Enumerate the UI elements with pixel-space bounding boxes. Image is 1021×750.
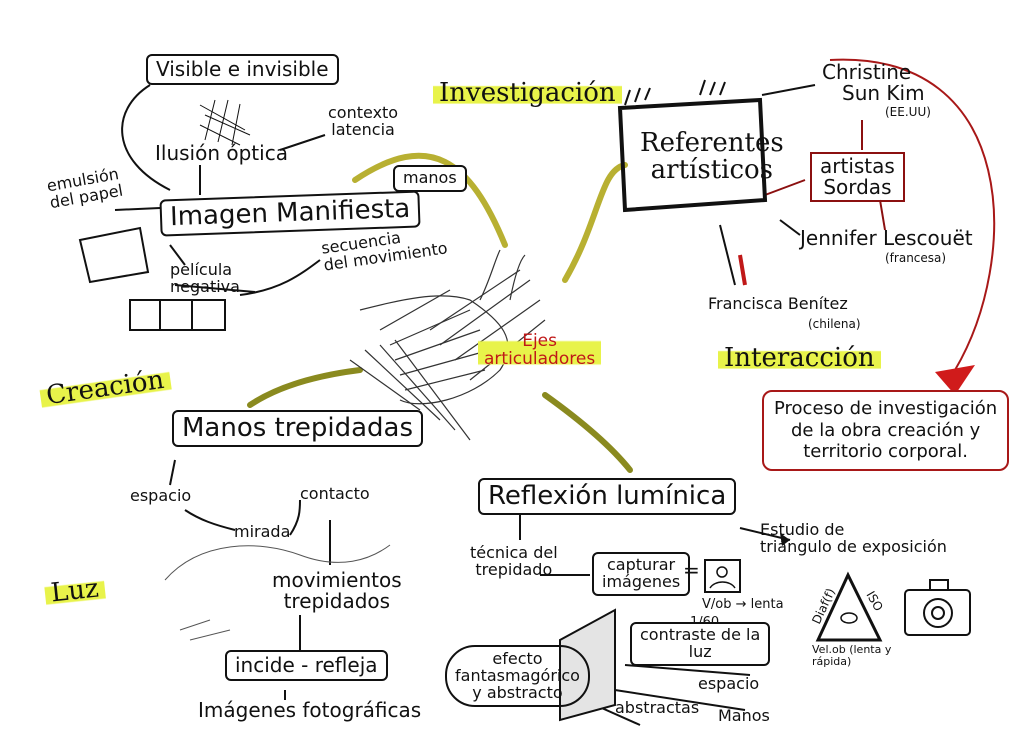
estudio-line-1: Estudio de xyxy=(760,520,845,539)
node-manos-top: manos xyxy=(393,165,467,192)
node-espacio-left: espacio xyxy=(130,486,192,505)
red-arrow-head xyxy=(935,365,975,395)
central-line-2: articuladores xyxy=(484,348,596,369)
photo-icon xyxy=(704,559,741,593)
christine-line-2: Sun Kim xyxy=(842,81,925,105)
christine-country: (EE.UU) xyxy=(885,105,931,119)
artistas-line-2: Sordas xyxy=(823,175,892,199)
connector-investigacion xyxy=(352,152,508,248)
contraste-line-1: contraste de la xyxy=(640,625,761,644)
movimientos-line-2: trepidados xyxy=(283,589,391,613)
node-jennifer: Jennifer Lescouët xyxy=(800,226,973,250)
central-line-1: Ejes xyxy=(522,331,557,351)
pelicula-line-2: negativa xyxy=(170,276,240,296)
christine-line-1: Christine xyxy=(822,60,912,84)
node-movimientos: movimientos trepidados xyxy=(272,570,402,612)
connector-reflexion xyxy=(542,392,633,473)
ray-label-abstractas: abstractas xyxy=(615,698,700,717)
ray-label-manos: Manos xyxy=(718,706,770,725)
node-ilusion-optica: Ilusión óptica xyxy=(155,141,288,165)
interaccion-line-3: territorio corporal. xyxy=(803,441,968,463)
node-incide-refleja: incide - refleja xyxy=(225,650,388,681)
node-contacto: contacto xyxy=(300,484,370,503)
contraste-line-2: luz xyxy=(688,641,712,661)
section-investigacion: Investigación xyxy=(433,79,622,108)
mesh-texture-icon xyxy=(199,99,251,146)
tecnica-line-1: técnica del xyxy=(470,543,558,562)
efecto-line-1: efecto xyxy=(492,649,543,668)
efecto-line-2: fantasmagórico xyxy=(455,665,580,685)
movimientos-line-1: movimientos xyxy=(272,568,402,592)
triangle-bottom-label: Vel.ob (lenta y rápida) xyxy=(812,643,892,668)
node-contraste: contraste de la luz xyxy=(630,622,771,666)
interaccion-line-2: de la obra creación y xyxy=(790,419,981,441)
estudio-line-2: triángulo de exposición xyxy=(760,536,947,556)
node-pelicula-negativa: película negativa xyxy=(170,260,240,296)
capturar-line-2: imágenes xyxy=(602,571,681,591)
node-visible-invisible: Visible e invisible xyxy=(146,54,339,85)
referentes-line-1: Referentes xyxy=(640,128,784,158)
paper-sheet-icon xyxy=(78,226,150,284)
connector-creacion xyxy=(247,367,363,408)
node-capturar: capturar imágenes xyxy=(592,552,691,596)
node-velocidad: V/ob → lenta xyxy=(702,597,784,612)
artistas-line-1: artistas xyxy=(820,154,895,178)
central-node: Ejes articuladores xyxy=(478,331,602,369)
node-efecto: efecto fantasmagórico y abstracto xyxy=(445,645,590,708)
node-reflexion-luminica: Reflexión lumínica xyxy=(478,478,737,516)
node-interaccion-box: Proceso de investigación de la obra crea… xyxy=(762,390,1010,471)
referentes-line-2: artísticos xyxy=(650,155,774,186)
node-contexto-latencia: contexto latencia xyxy=(328,103,399,139)
contexto-label: contexto xyxy=(328,103,399,122)
hand-sketch-icon xyxy=(624,87,651,106)
node-estudio: Estudio de triángulo de exposición xyxy=(760,520,947,556)
light-strokes xyxy=(164,544,391,641)
tecnica-line-2: trepidado xyxy=(475,559,553,579)
node-manos-trepidadas: Manos trepidadas xyxy=(172,410,424,448)
ray-label-espacio: espacio xyxy=(698,674,760,693)
node-mirada: mirada xyxy=(234,522,291,541)
referentes-frame xyxy=(617,97,768,213)
node-tecnica: técnica del trepidado xyxy=(470,543,558,579)
section-interaccion: Interacción xyxy=(718,344,881,373)
node-christine: Christine Sun Kim xyxy=(822,62,925,104)
efecto-line-3: y abstracto xyxy=(472,682,563,702)
latencia-label: latencia xyxy=(331,119,395,139)
capturar-line-1: capturar xyxy=(607,555,676,574)
exposure-triangle-icon xyxy=(815,571,883,642)
film-strip-icon xyxy=(129,299,226,331)
node-referentes: Referentes artísticos xyxy=(640,128,784,186)
jennifer-country: (francesa) xyxy=(885,251,947,265)
camera-icon xyxy=(904,579,971,636)
node-imagenes-fotograficas: Imágenes fotográficas xyxy=(198,698,422,722)
hands-sketch xyxy=(349,249,546,441)
equals-sign: = xyxy=(683,558,700,582)
interaccion-line-1: Proceso de investigación xyxy=(774,398,998,419)
francisca-country: (chilena) xyxy=(808,317,861,331)
node-artistas-sordas: artistas Sordas xyxy=(810,152,905,202)
pelicula-line-1: película xyxy=(170,260,233,279)
connector-referentes xyxy=(562,162,628,283)
node-francisca: Francisca Benítez xyxy=(708,294,848,313)
line-visible-imagen xyxy=(121,84,171,191)
section-luz: Luz xyxy=(43,574,106,608)
